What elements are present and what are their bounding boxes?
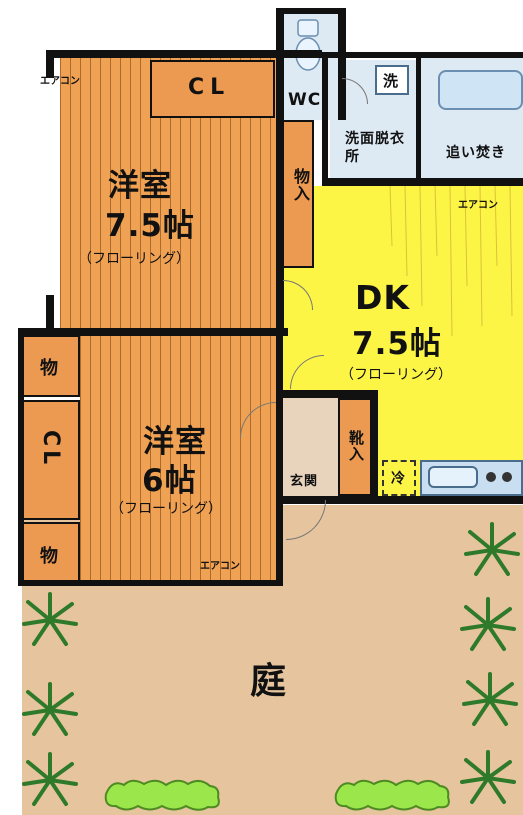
sink-icon (428, 466, 478, 488)
room1-name: 洋室 (108, 168, 172, 204)
plant-icon (22, 682, 78, 736)
toilet-icon (295, 19, 321, 71)
shoe-storage (338, 398, 372, 496)
dk-size: 7.5帖 (352, 326, 442, 362)
entrance (283, 398, 338, 496)
room2-name: 洋室 (143, 424, 207, 460)
closet-top (150, 60, 275, 118)
plant-icon (464, 522, 520, 576)
room2-floor: （フローリング） (110, 501, 222, 517)
stove-icon-2 (502, 472, 512, 482)
entrance-label: 玄関 (290, 474, 319, 489)
stove-icon (486, 472, 496, 482)
plant-icon (460, 597, 516, 651)
washer-label: 洗 (383, 72, 400, 90)
bathtub-icon (438, 70, 523, 110)
hedge-icon (334, 779, 450, 811)
room1-floor: （フローリング） (78, 251, 190, 267)
hedge-icon (104, 779, 220, 811)
plant-icon (462, 672, 518, 726)
storage-top-left (22, 335, 80, 397)
dk-floor: （フローリング） (340, 367, 452, 383)
plant-icon (22, 592, 78, 646)
closet-left-label: CL (38, 430, 63, 469)
plant-icon (22, 752, 78, 806)
shoe-storage-label: 靴入 (347, 430, 365, 462)
room2-size: 6帖 (142, 463, 197, 499)
western-room-2 (80, 335, 280, 580)
closet-top-label: CL (188, 75, 231, 100)
reheat-label: 追い焚き (446, 145, 506, 161)
wc-label: WC (288, 90, 322, 110)
aircon-label-dk: エアコン (458, 200, 498, 211)
garden-label: 庭 (250, 661, 288, 702)
fridge-label: 冷 (391, 471, 406, 487)
storage-room1-label: 物入 (291, 168, 310, 202)
aircon-label-room2: エアコン (200, 561, 240, 572)
storage-top-left-label: 物 (40, 358, 59, 379)
room1-size: 7.5帖 (105, 208, 195, 244)
plant-icon (460, 750, 516, 804)
dk-name: DK (355, 278, 410, 317)
dk-hatch (389, 186, 513, 337)
aircon-label-room1: エアコン (40, 76, 80, 87)
storage-bottom-left-label: 物 (40, 546, 59, 567)
washer-box (375, 65, 409, 95)
fridge-box (382, 460, 416, 496)
washroom-label: 洗面脱衣所 (345, 131, 405, 165)
